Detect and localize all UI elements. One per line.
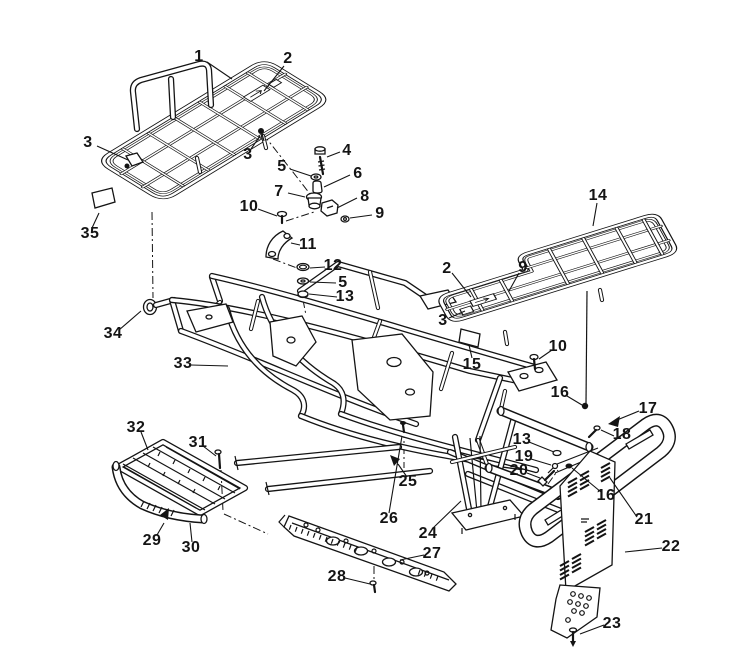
part-label-5-a: 5 bbox=[277, 158, 287, 175]
part-label-15: 15 bbox=[462, 356, 482, 373]
washer bbox=[310, 173, 322, 181]
part-label-32: 32 bbox=[126, 419, 146, 436]
arrowhead bbox=[160, 508, 169, 520]
bolt bbox=[581, 402, 589, 410]
part-label-34: 34 bbox=[103, 325, 123, 342]
part-label-13-b: 13 bbox=[512, 431, 532, 448]
frame-gusset-center bbox=[351, 333, 434, 421]
part-label-10-a: 10 bbox=[239, 198, 259, 215]
part-label-27: 27 bbox=[422, 545, 442, 562]
front-rack bbox=[91, 60, 329, 209]
bolt bbox=[214, 449, 222, 455]
strap-bolt bbox=[124, 163, 130, 169]
part-label-8: 8 bbox=[360, 188, 370, 205]
main-frame bbox=[142, 264, 577, 517]
part-label-33: 33 bbox=[173, 355, 193, 372]
part-label-16-a: 16 bbox=[550, 384, 570, 401]
part-label-24: 24 bbox=[418, 525, 438, 542]
bolt bbox=[369, 580, 377, 586]
frame-head-plate bbox=[507, 361, 558, 392]
part-label-3-c: 3 bbox=[438, 312, 448, 329]
flange-nut bbox=[296, 262, 310, 272]
part-label-6: 6 bbox=[353, 165, 363, 182]
skid-plate bbox=[278, 514, 457, 592]
hardware bbox=[214, 146, 601, 647]
footrest-guard bbox=[113, 460, 208, 525]
part-label-30: 30 bbox=[181, 539, 201, 556]
washer bbox=[552, 449, 562, 457]
part-label-5-b: 5 bbox=[338, 274, 348, 291]
footrest bbox=[118, 442, 245, 513]
a-arm-guard bbox=[450, 421, 526, 534]
strap-bolt bbox=[258, 128, 264, 134]
rack-decal-arrow bbox=[469, 293, 498, 307]
part-label-23: 23 bbox=[602, 615, 622, 632]
bolt bbox=[537, 476, 548, 487]
arrowhead bbox=[390, 455, 400, 466]
part-label-2-b: 2 bbox=[442, 260, 452, 277]
part-label-3-a: 3 bbox=[83, 134, 93, 151]
part-label-7: 7 bbox=[274, 183, 284, 200]
part-label-31: 31 bbox=[188, 434, 208, 451]
rear-rack bbox=[431, 214, 677, 405]
part-label-28: 28 bbox=[327, 568, 347, 585]
bolt bbox=[593, 425, 601, 431]
leader-lines bbox=[91, 61, 663, 635]
bumper-lower-flap bbox=[550, 584, 601, 639]
part-label-21: 21 bbox=[634, 511, 654, 528]
part-label-9-a: 9 bbox=[375, 205, 385, 222]
nut bbox=[565, 463, 573, 469]
part-label-22: 22 bbox=[661, 538, 681, 555]
part-label-17: 17 bbox=[638, 400, 658, 417]
part-label-35: 35 bbox=[80, 225, 100, 242]
pin bbox=[551, 462, 559, 470]
part-label-16-b: 16 bbox=[596, 487, 616, 504]
part-label-25: 25 bbox=[398, 473, 418, 490]
washer bbox=[296, 277, 310, 285]
part-label-12: 12 bbox=[323, 257, 343, 274]
part-label-1: 1 bbox=[194, 48, 204, 65]
part-label-19: 19 bbox=[514, 448, 534, 465]
spacer bbox=[312, 180, 323, 194]
front-bumper bbox=[525, 420, 669, 639]
nut bbox=[340, 215, 350, 223]
part-label-26: 26 bbox=[379, 510, 399, 527]
part-label-4: 4 bbox=[342, 142, 352, 159]
part-label-2-a: 2 bbox=[283, 50, 293, 67]
part-label-11: 11 bbox=[299, 236, 317, 253]
part-label-9-b: 9 bbox=[518, 259, 528, 276]
rack-strap bbox=[459, 305, 475, 316]
reflector bbox=[458, 328, 481, 348]
rack-strap bbox=[125, 152, 144, 167]
arrowhead bbox=[608, 416, 620, 427]
reflector bbox=[91, 187, 116, 209]
part-label-13-a: 13 bbox=[335, 288, 355, 305]
part-label-14: 14 bbox=[588, 187, 608, 204]
part-label-10-b: 10 bbox=[548, 338, 568, 355]
part-label-18: 18 bbox=[612, 426, 632, 443]
part-label-20: 20 bbox=[509, 462, 529, 479]
part-label-3-b: 3 bbox=[243, 146, 253, 163]
part-label-29: 29 bbox=[142, 532, 162, 549]
guard-base-plate bbox=[450, 499, 526, 531]
brush-guard-plate bbox=[559, 450, 616, 593]
mount-block bbox=[320, 199, 339, 217]
bolt bbox=[400, 421, 406, 425]
